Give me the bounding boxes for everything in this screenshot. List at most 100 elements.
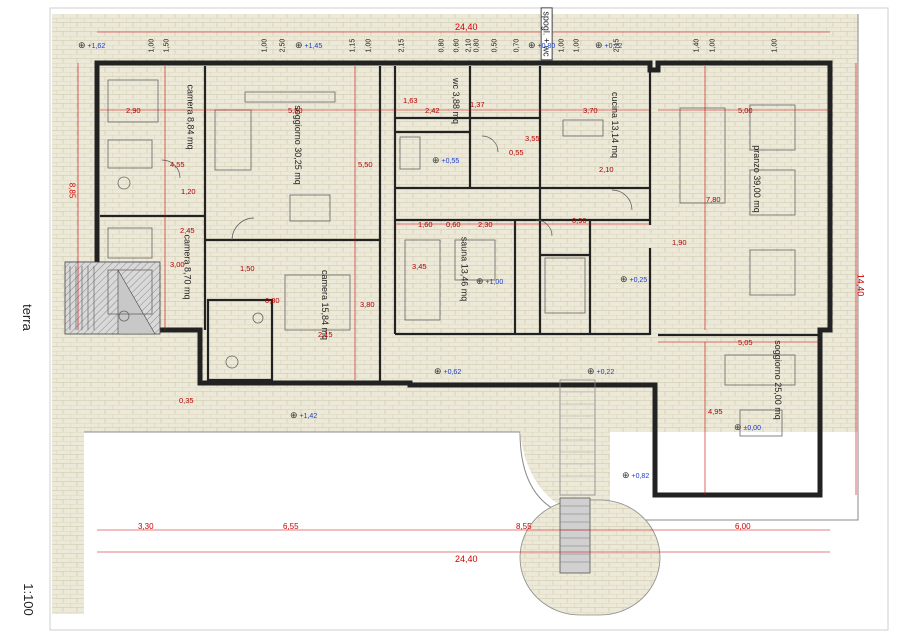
dim-top-chain-value: 1,00 <box>148 38 156 53</box>
level-value: +0,80 <box>537 43 556 50</box>
dim-bottom-chain-2: 6,55 <box>283 522 299 531</box>
dim-interior-value: 1,90 <box>672 238 687 247</box>
dim-interior-value: 2,15 <box>318 330 333 339</box>
dim-top-chain-value: 1,00 <box>365 38 373 53</box>
dim-top-total: 24,40 <box>455 22 478 32</box>
dim-interior-value: 2,90 <box>126 106 141 115</box>
level-marker: ⊕ +0,82 <box>622 470 649 481</box>
level-icon: ⊕ <box>434 366 442 376</box>
side-label: terra <box>19 304 35 331</box>
exterior-walls <box>94 60 833 498</box>
level-value: ±0,00 <box>743 425 761 432</box>
dim-top-chain-value: 0,50 <box>491 38 499 53</box>
dim-interior-value: 5,05 <box>738 338 753 347</box>
dim-interior-value: 0,55 <box>509 148 524 157</box>
dim-interior-value: 2,42 <box>425 106 440 115</box>
dim-top-chain-value: 1,00 <box>709 38 717 53</box>
dim-interior-value: 1,50 <box>240 264 255 273</box>
level-marker: ⊕ +1,00 <box>476 276 503 287</box>
level-marker: ⊕ +0,80 <box>528 40 555 51</box>
room-label-cucina: cucina 13,14 mq <box>610 91 621 159</box>
level-value: +0,55 <box>441 158 460 165</box>
dim-top-chain-value: 2,15 <box>398 38 406 53</box>
level-icon: ⊕ <box>290 410 298 420</box>
dim-interior-value: 4,95 <box>708 407 723 416</box>
level-value: +1,45 <box>304 43 323 50</box>
level-marker: ⊕ +0,25 <box>620 274 647 285</box>
level-marker: ⊕ +1,45 <box>295 40 322 51</box>
dim-bottom-chain-1: 3,30 <box>138 522 154 531</box>
dim-interior-value: 5,00 <box>738 106 753 115</box>
room-label-soggiorno-2: soggiorno 25,00 mq <box>772 340 783 420</box>
dim-top-chain-value: 1,15 <box>349 38 357 53</box>
dim-interior-value: 4,55 <box>170 160 185 169</box>
dim-top-chain-value: 1,00 <box>261 38 269 53</box>
dim-bottom-chain-3: 8,55 <box>516 522 532 531</box>
dim-interior-value: 3,00 <box>170 260 185 269</box>
dim-interior-value: 5,50 <box>288 106 303 115</box>
dim-interior-value: 1,20 <box>181 187 196 196</box>
room-label-pranzo: pranzo 39,00 mq <box>751 145 762 213</box>
level-value: +0,82 <box>631 473 650 480</box>
level-value: +0,22 <box>604 43 623 50</box>
dim-top-chain-value: 0,70 <box>513 38 521 53</box>
level-icon: ⊕ <box>432 155 440 165</box>
level-icon: ⊕ <box>595 40 603 50</box>
level-icon: ⊕ <box>622 470 630 480</box>
dim-interior-value: 0,80 <box>265 296 280 305</box>
dim-top-chain-value: 1,00 <box>771 38 779 53</box>
level-value: +1,42 <box>299 413 318 420</box>
dim-interior-value: 1,63 <box>403 96 418 105</box>
room-label-spogl: spogl. + wc <box>540 7 553 61</box>
dim-interior-value: 1,37 <box>470 100 485 109</box>
dim-right-total: 14,40 <box>855 273 866 297</box>
dim-interior-value: 2,45 <box>180 226 195 235</box>
dim-interior-value: 2,30 <box>478 220 493 229</box>
level-icon: ⊕ <box>734 422 742 432</box>
dim-interior-value: 0,60 <box>446 220 461 229</box>
level-value: +0,22 <box>596 369 615 376</box>
dim-interior-value: 3,80 <box>360 300 375 309</box>
level-marker: ⊕ ±0,00 <box>734 422 761 433</box>
dim-interior-value: 0,35 <box>179 396 194 405</box>
stairs-left <box>64 261 161 335</box>
furniture <box>107 79 796 437</box>
dim-interior-value: 2,10 <box>599 165 614 174</box>
level-value: +0,25 <box>629 277 648 284</box>
dim-bottom-total: 24,40 <box>455 554 478 564</box>
room-label-sauna: sauna 13,46 mq <box>459 236 470 302</box>
level-value: +1,00 <box>485 279 504 286</box>
level-marker: ⊕ +0,22 <box>587 366 614 377</box>
room-label-wc: wc 3,88 mq <box>451 77 462 125</box>
level-marker: ⊕ +0,55 <box>432 155 459 166</box>
door-swings <box>161 135 633 241</box>
dim-left-total: 8,85 <box>67 182 77 199</box>
level-marker: ⊕ +0,62 <box>434 366 461 377</box>
scale-label: 1:100 <box>20 583 36 616</box>
dim-interior-value: 3,45 <box>412 262 427 271</box>
stairs-bottom <box>559 379 596 574</box>
level-marker: ⊕ +1,62 <box>78 40 105 51</box>
dim-interior-value: 0,90 <box>572 216 587 225</box>
interior-walls <box>100 66 820 382</box>
dim-top-chain-value: 0,60 <box>453 38 461 53</box>
dim-top-chain-value: 1,40 <box>693 38 701 53</box>
level-icon: ⊕ <box>620 274 628 284</box>
level-marker: ⊕ +1,42 <box>290 410 317 421</box>
room-label-soggiorno-1: soggiorno 30,25 mq <box>292 105 303 185</box>
dim-top-chain-value: 0,80 <box>438 38 446 53</box>
level-icon: ⊕ <box>587 366 595 376</box>
dim-top-chain-value: 2,10 <box>465 38 473 53</box>
dim-bottom-chain-4: 6,00 <box>735 522 751 531</box>
dim-top-chain-value: 0,80 <box>473 38 481 53</box>
dimension-lines <box>77 31 857 553</box>
dim-top-chain-value: 1,50 <box>163 38 171 53</box>
dim-top-chain-value: 2,50 <box>279 38 287 53</box>
dim-top-chain-value: 1,00 <box>558 38 566 53</box>
level-icon: ⊕ <box>78 40 86 50</box>
level-value: +0,62 <box>443 369 462 376</box>
level-marker: ⊕ +0,22 <box>595 40 622 51</box>
dim-interior-value: 7,80 <box>706 195 721 204</box>
level-icon: ⊕ <box>476 276 484 286</box>
